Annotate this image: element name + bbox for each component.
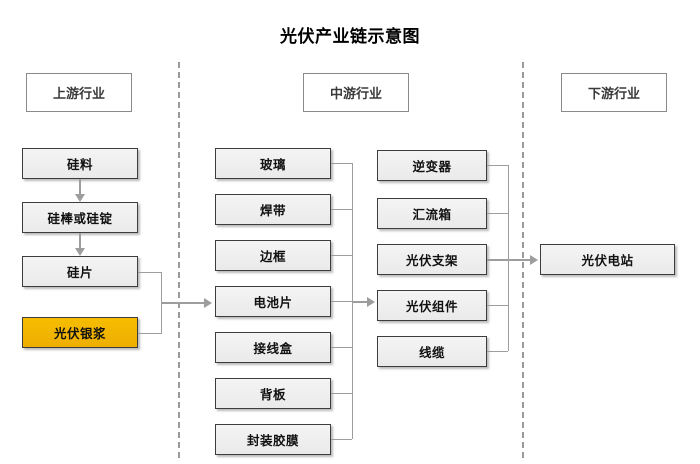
node-midstream-component-3-label: 光伏组件: [405, 300, 458, 314]
node-midstream-material-2[interactable]: 边框: [215, 240, 331, 271]
node-upstream-2-label: 硅片: [66, 266, 93, 280]
connector-components-merge-bus: [508, 165, 509, 351]
node-upstream-3-label: 光伏银浆: [53, 327, 106, 341]
arrow-upstream-to-midstream-head: [204, 298, 212, 308]
arrow-materials-to-components-line: [352, 301, 368, 303]
node-midstream-material-2-label: 边框: [259, 250, 286, 264]
node-midstream-component-4[interactable]: 线缆: [377, 336, 487, 367]
node-midstream-material-1-label: 焊带: [259, 204, 286, 218]
node-midstream-component-0[interactable]: 逆变器: [377, 150, 487, 181]
connector-component-3-stub: [487, 305, 508, 306]
node-midstream-material-3-label: 电池片: [253, 296, 293, 310]
node-midstream-material-4[interactable]: 接线盒: [215, 332, 331, 363]
node-midstream-material-1[interactable]: 焊带: [215, 194, 331, 225]
section-header-downstream-label: 下游行业: [587, 86, 640, 101]
connector-component-4-stub: [487, 351, 508, 352]
section-header-upstream-label: 上游行业: [52, 86, 105, 101]
connector-material-6-stub: [331, 439, 352, 440]
node-midstream-material-5-label: 背板: [259, 388, 286, 402]
section-header-midstream: 中游行业: [303, 73, 409, 112]
node-midstream-component-2-label: 光伏支架: [405, 254, 458, 268]
connector-material-5-stub: [331, 393, 352, 394]
node-midstream-material-4-label: 接线盒: [253, 342, 293, 356]
connector-upstream-silicon-wafer-stub: [138, 272, 162, 273]
diagram-title: 光伏产业链示意图: [280, 27, 420, 46]
node-downstream-0-label: 光伏电站: [581, 254, 634, 268]
node-midstream-component-0-label: 逆变器: [412, 160, 452, 174]
node-midstream-material-0[interactable]: 玻璃: [215, 148, 331, 179]
node-upstream-1-label: 硅棒或硅锭: [47, 212, 113, 226]
connector-component-1-stub: [487, 213, 508, 214]
connector-material-4-stub: [331, 347, 352, 348]
node-downstream-0[interactable]: 光伏电站: [540, 244, 675, 275]
connector-material-3-stub: [331, 301, 352, 302]
connector-upstream-silver-paste-stub: [138, 333, 162, 334]
connector-component-0-stub: [487, 165, 508, 166]
divider-upstream-midstream: [178, 62, 180, 458]
section-header-downstream: 下游行业: [561, 73, 667, 112]
node-upstream-0-label: 硅料: [66, 158, 93, 172]
node-midstream-component-1[interactable]: 汇流箱: [377, 198, 487, 229]
node-midstream-material-0-label: 玻璃: [259, 158, 286, 172]
node-midstream-material-3[interactable]: 电池片: [215, 286, 331, 317]
connector-material-2-stub: [331, 255, 352, 256]
arrow-upstream-1-to-2-head: [75, 248, 85, 256]
arrow-upstream-to-midstream-line: [161, 302, 205, 304]
arrow-midstream-to-downstream-line: [487, 259, 532, 261]
node-midstream-material-5[interactable]: 背板: [215, 378, 331, 409]
arrow-upstream-0-to-1-line: [79, 179, 81, 194]
node-upstream-2[interactable]: 硅片: [22, 256, 138, 287]
node-midstream-material-6-label: 封装胶膜: [246, 434, 299, 448]
node-midstream-component-2[interactable]: 光伏支架: [377, 244, 487, 275]
connector-material-1-stub: [331, 209, 352, 210]
node-upstream-3-highlighted[interactable]: 光伏银浆: [22, 317, 138, 348]
arrow-upstream-0-to-1-head: [75, 194, 85, 202]
node-upstream-0[interactable]: 硅料: [22, 148, 138, 179]
node-midstream-component-4-label: 线缆: [418, 346, 445, 360]
node-midstream-component-1-label: 汇流箱: [412, 208, 452, 222]
section-header-upstream: 上游行业: [26, 73, 132, 112]
node-midstream-material-6[interactable]: 封装胶膜: [215, 424, 331, 455]
connector-material-0-stub: [331, 163, 352, 164]
arrow-upstream-1-to-2-line: [79, 233, 81, 248]
node-upstream-1[interactable]: 硅棒或硅锭: [22, 202, 138, 233]
arrow-materials-to-components-head: [367, 297, 375, 307]
section-header-midstream-label: 中游行业: [329, 86, 382, 101]
node-midstream-component-3[interactable]: 光伏组件: [377, 290, 487, 321]
arrow-midstream-to-downstream-head: [530, 255, 538, 265]
